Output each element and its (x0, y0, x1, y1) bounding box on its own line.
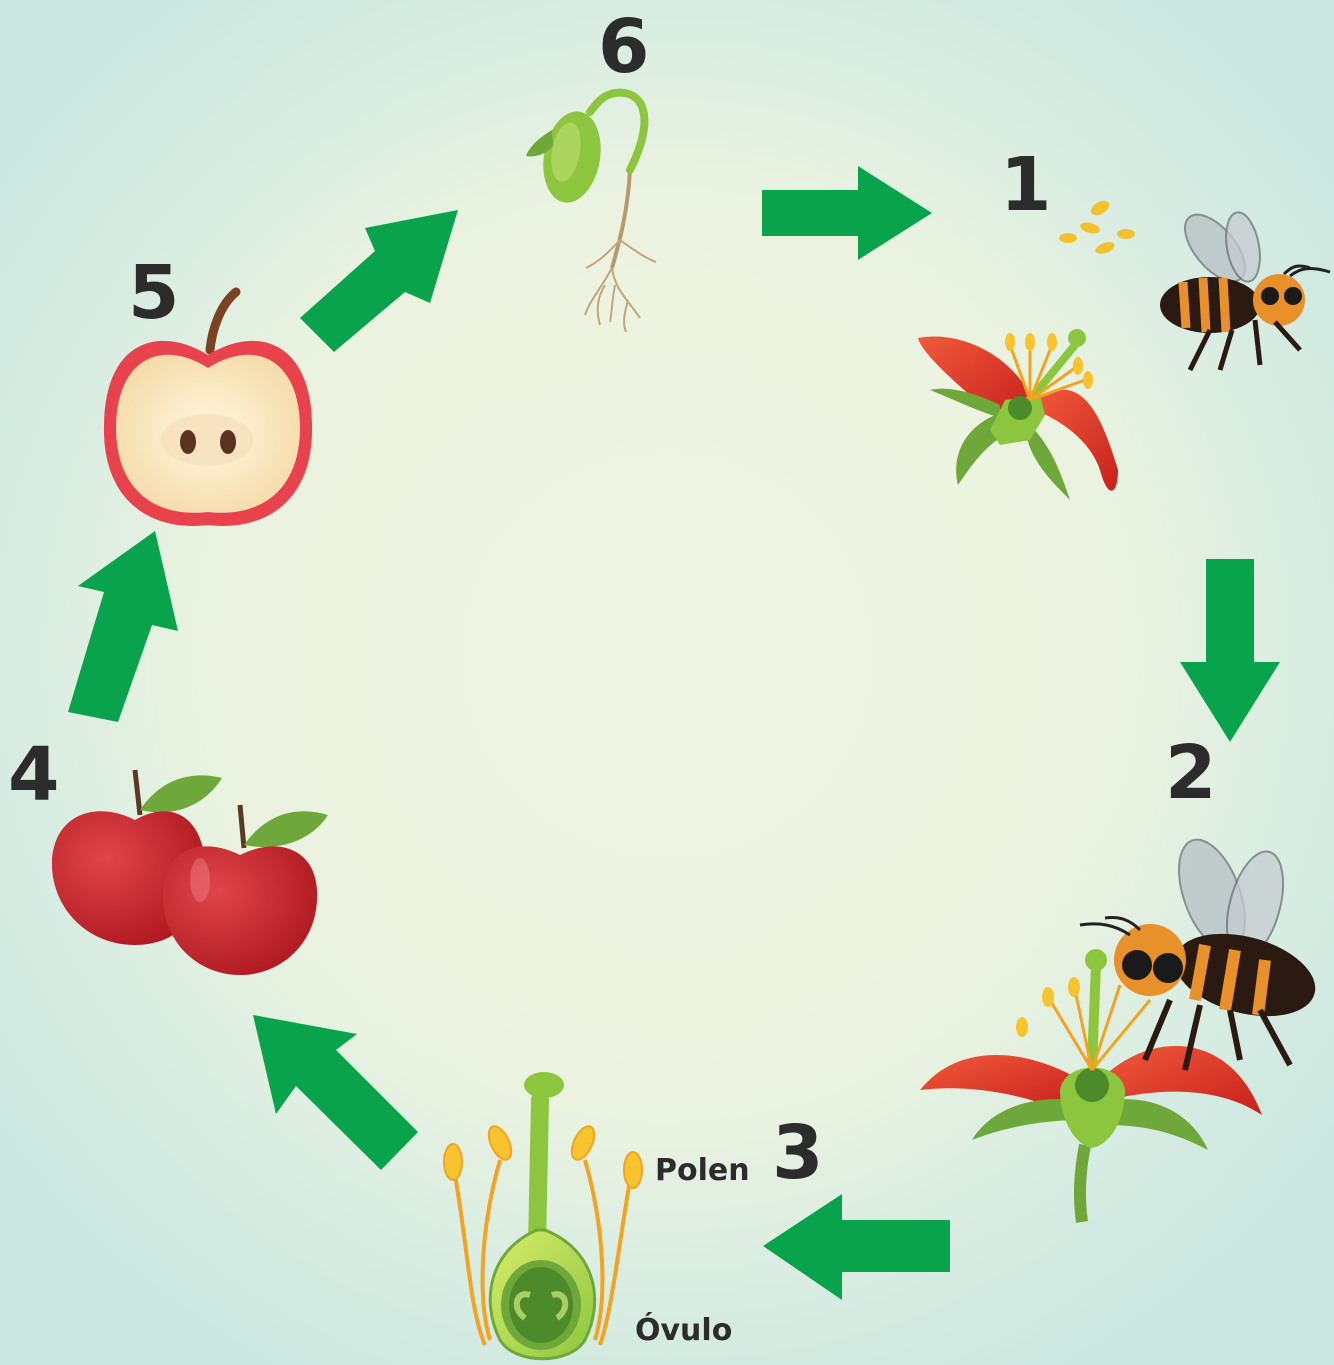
step-number-1: 1 (1000, 148, 1052, 222)
step-number-2: 2 (1165, 736, 1217, 810)
seedling-icon (526, 93, 656, 332)
flower-icon (918, 329, 1118, 500)
bee-on-flower-icon (920, 831, 1324, 1222)
arrow-4-to-5 (68, 531, 178, 722)
step-number-4: 4 (8, 738, 60, 812)
arrow-6-to-1 (762, 166, 932, 260)
arrow-3-to-4 (253, 1015, 418, 1170)
arrow-1-to-2 (1180, 559, 1280, 742)
bee-icon (1160, 205, 1330, 370)
arrow-2-to-3 (763, 1194, 950, 1300)
pollen-label: Polen (655, 1156, 750, 1186)
apples-icon (52, 770, 328, 975)
arrow-5-to-6 (300, 210, 458, 352)
step-number-6: 6 (598, 10, 650, 84)
pistil-icon (444, 1072, 642, 1359)
step-number-3: 3 (772, 1116, 824, 1190)
pollen-icon (1059, 198, 1135, 256)
step-number-5: 5 (128, 256, 180, 330)
ovule-label: Óvulo (635, 1316, 732, 1346)
